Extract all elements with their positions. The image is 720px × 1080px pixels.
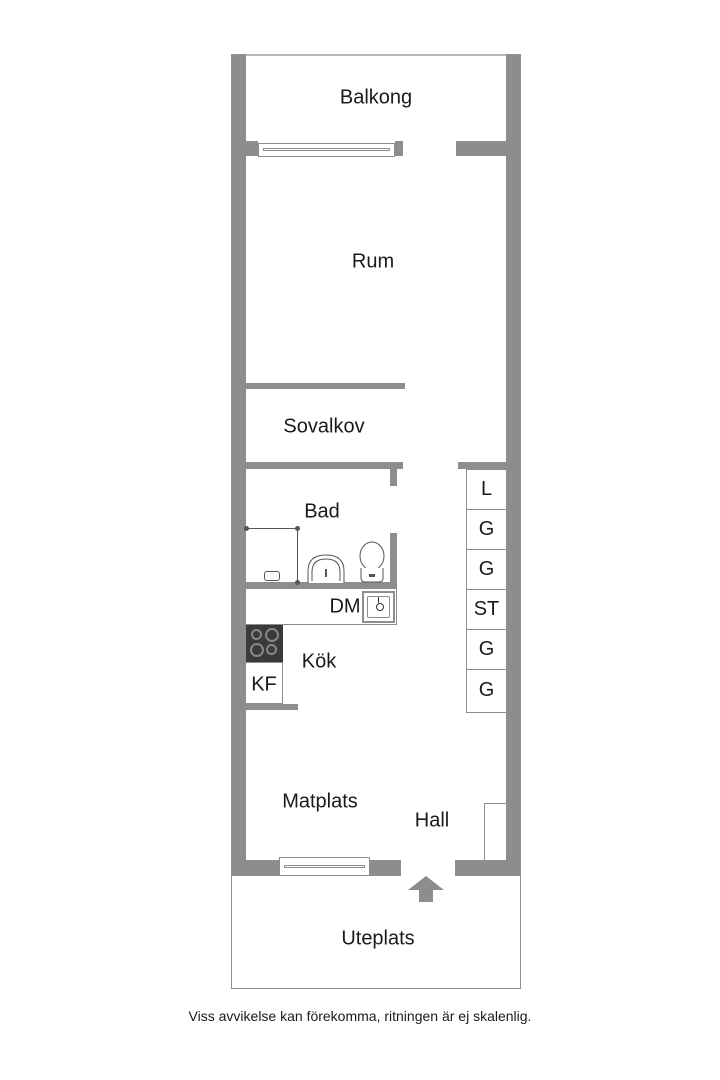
closet-top-wall [458, 462, 506, 469]
balcony-window [258, 143, 395, 157]
closet-cell: G [467, 510, 506, 550]
sink-icon [362, 591, 395, 623]
room-label-hall: Hall [414, 809, 450, 832]
fridge-box [246, 662, 283, 704]
bottom-wall-mid [370, 860, 401, 876]
closet-cell: G [467, 550, 506, 590]
entrance-arrow-icon [408, 876, 444, 902]
bad-top-wall [246, 462, 403, 469]
room-label-matplats: Matplats [282, 790, 358, 813]
closet-cell: G [467, 670, 506, 710]
closet-cell: L [467, 470, 506, 510]
bad-right-wall [390, 533, 397, 589]
matplats-window [279, 857, 370, 876]
room-label-kok: Kök [301, 650, 337, 673]
room-label-balkong: Balkong [339, 86, 413, 109]
room-label-dm: DM [329, 595, 361, 618]
closet-column: L G G ST G G [466, 469, 506, 713]
room-label-uteplats: Uteplats [341, 927, 415, 950]
disclaimer-text: Viss avvikelse kan förekomma, ritningen … [188, 1008, 532, 1024]
balcony-top-line [246, 54, 506, 56]
kitchen-lower-wall [246, 704, 298, 710]
shower-icon [244, 526, 300, 585]
closet-cell: G [467, 630, 506, 670]
outer-wall-right [506, 54, 521, 876]
bad-bottom-wall [246, 582, 397, 589]
rum-partition [246, 383, 405, 389]
washbasin-icon [307, 554, 345, 583]
outer-wall-left [231, 54, 246, 876]
balcony-wall-right [456, 141, 506, 156]
stove-icon [246, 625, 283, 662]
room-label-kf: KF [251, 673, 277, 696]
balcony-wall-left [246, 141, 258, 156]
toilet-icon [359, 541, 385, 583]
balcony-wall-mid [395, 141, 403, 156]
room-label-rum: Rum [351, 250, 395, 273]
shower-faucet-icon [264, 571, 280, 581]
bottom-wall-right [455, 860, 506, 876]
closet-cell: ST [467, 590, 506, 630]
bad-door-stub [390, 462, 397, 486]
bottom-wall-left [246, 860, 279, 876]
room-label-sovalkov: Sovalkov [283, 415, 365, 438]
room-label-bad: Bad [304, 500, 340, 523]
uteplats-outline [231, 876, 521, 989]
hall-wardrobe [484, 803, 506, 860]
